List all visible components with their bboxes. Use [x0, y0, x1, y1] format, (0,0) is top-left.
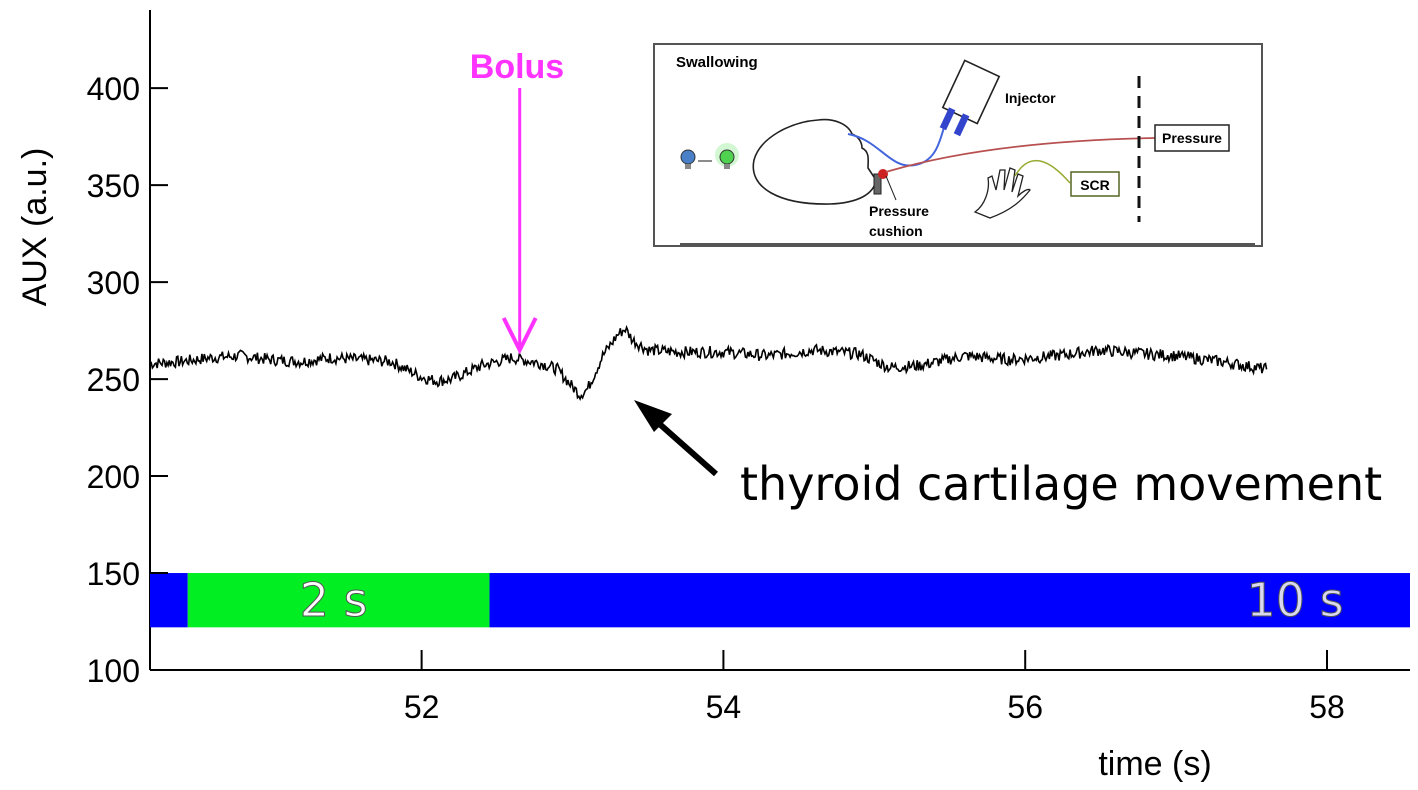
y-tick-label-400: 400: [87, 71, 140, 107]
bolus-arrow: [501, 88, 538, 355]
bolus-annotation-label: Bolus: [470, 48, 564, 86]
x-tick-label-52: 52: [404, 689, 440, 725]
stimulus-label-1: 2 s: [300, 573, 368, 627]
stimulus-segment-2: [489, 573, 1410, 628]
y-tick-label-150: 150: [87, 556, 140, 592]
stimulus-segment-1: [187, 573, 490, 628]
inset-diagram: Swallowing Injector Pressure cushion: [653, 43, 1263, 247]
scr-label: SCR: [1080, 177, 1110, 193]
y-tick-label-200: 200: [87, 459, 140, 495]
y-tick-label-300: 300: [87, 265, 140, 301]
pressure-box: [1154, 124, 1230, 152]
series-line-0: [149, 324, 1268, 402]
y-tick-label-250: 250: [87, 362, 140, 398]
y-tick-label-350: 350: [87, 168, 140, 204]
thyroid-arrow: [634, 400, 718, 477]
pressure-label: Pressure: [1162, 130, 1222, 146]
x-tick-label-56: 56: [1007, 689, 1043, 725]
stimulus-label-2: 10 s: [1246, 573, 1343, 627]
y-axis-label: AUX (a.u.): [16, 148, 54, 307]
injector-icon: [939, 59, 1001, 137]
stimulus-segment-0: [150, 573, 188, 628]
scr-box: [1070, 171, 1120, 197]
inset-title: Swallowing: [676, 54, 758, 71]
stimulus-bar: 2 s 10 s: [150, 573, 1410, 628]
cushion-label-line1: Pressure: [869, 203, 929, 219]
y-tick-label-100: 100: [87, 653, 140, 689]
x-tick-label-54: 54: [706, 689, 742, 725]
x-tick-label-58: 58: [1309, 689, 1345, 725]
thyroid-annotation-label: thyroid cartilage movement: [740, 457, 1382, 511]
hand-icon: [973, 167, 1031, 219]
y-ticks: 100 150 200 250 300 350 400: [87, 71, 168, 689]
light-bulb-icons: [680, 143, 739, 169]
injector-label: Injector: [1005, 90, 1056, 106]
series-group: [149, 324, 1268, 402]
bolus-arrow-head: [501, 317, 538, 355]
cushion-label-line2: cushion: [869, 223, 923, 239]
x-ticks: 52 54 56 58: [404, 650, 1345, 725]
x-axis-label: time (s): [1098, 745, 1211, 783]
